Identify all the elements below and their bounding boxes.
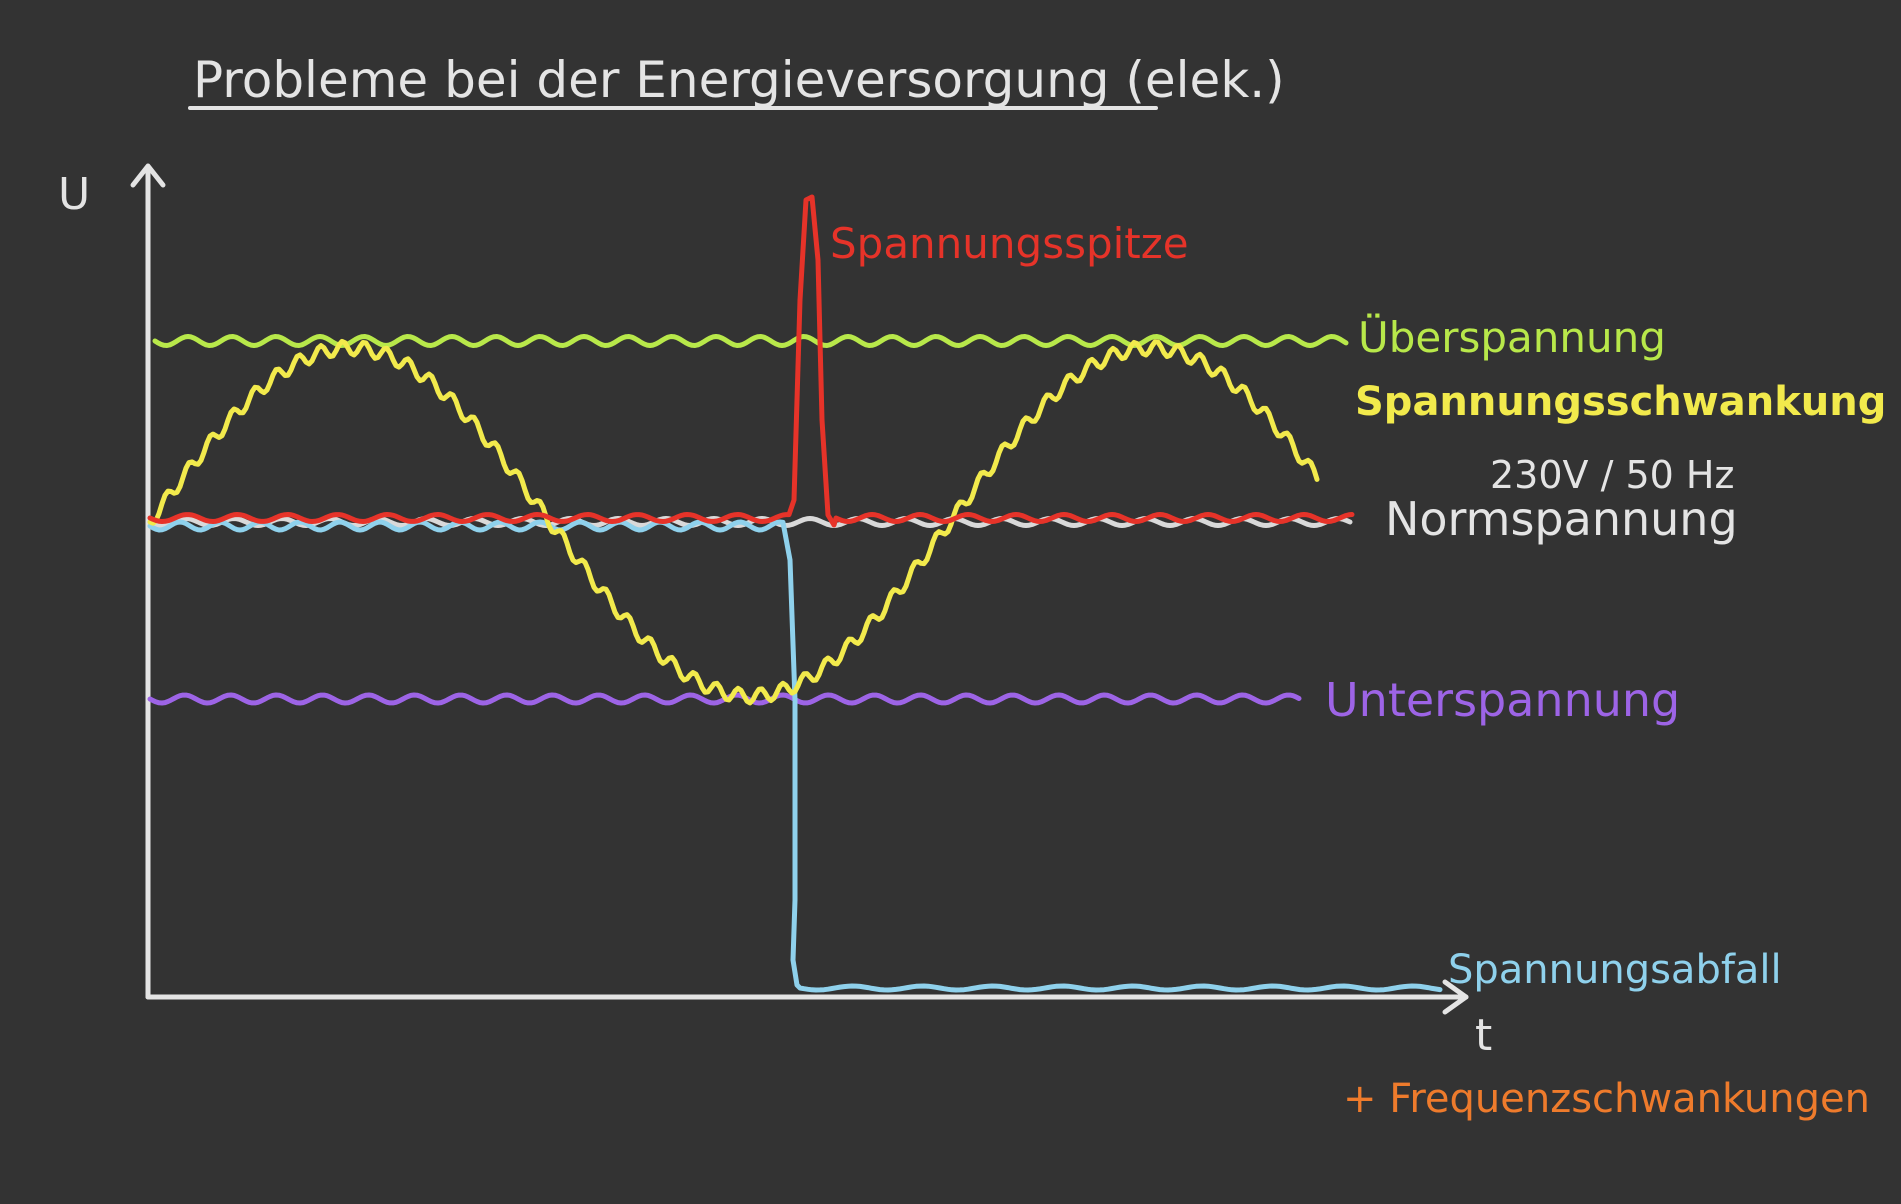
x-axis-arrow — [1442, 979, 1469, 1015]
spannungsspitze-label: Spannungsspitze — [830, 219, 1189, 268]
spannungsabfall-label: Spannungsabfall — [1448, 947, 1782, 993]
normspannung-label: Normspannung — [1385, 492, 1738, 546]
ueberspannung-line — [152, 334, 1349, 348]
y-axis-label: U — [58, 169, 90, 220]
spannungsschwankung-line — [147, 338, 1320, 706]
ueberspannung-label: Überspannung — [1358, 312, 1666, 362]
axes — [130, 163, 1469, 1015]
x-axis-label: t — [1475, 1010, 1492, 1061]
y-axis-arrow — [130, 163, 166, 188]
diagram-title: Probleme bei der Energieversorgung (elek… — [193, 51, 1285, 109]
unterspannung-label: Unterspannung — [1325, 673, 1680, 727]
spannungsspitze-line — [147, 194, 1355, 528]
frequenzschwankungen-label: + Frequenzschwankungen — [1343, 1076, 1870, 1122]
spannungsschwankung-label: Spannungsschwankung — [1355, 379, 1886, 425]
normspannung-value: 230V / 50 Hz — [1490, 453, 1734, 497]
spannungsabfall-line — [147, 519, 1443, 993]
